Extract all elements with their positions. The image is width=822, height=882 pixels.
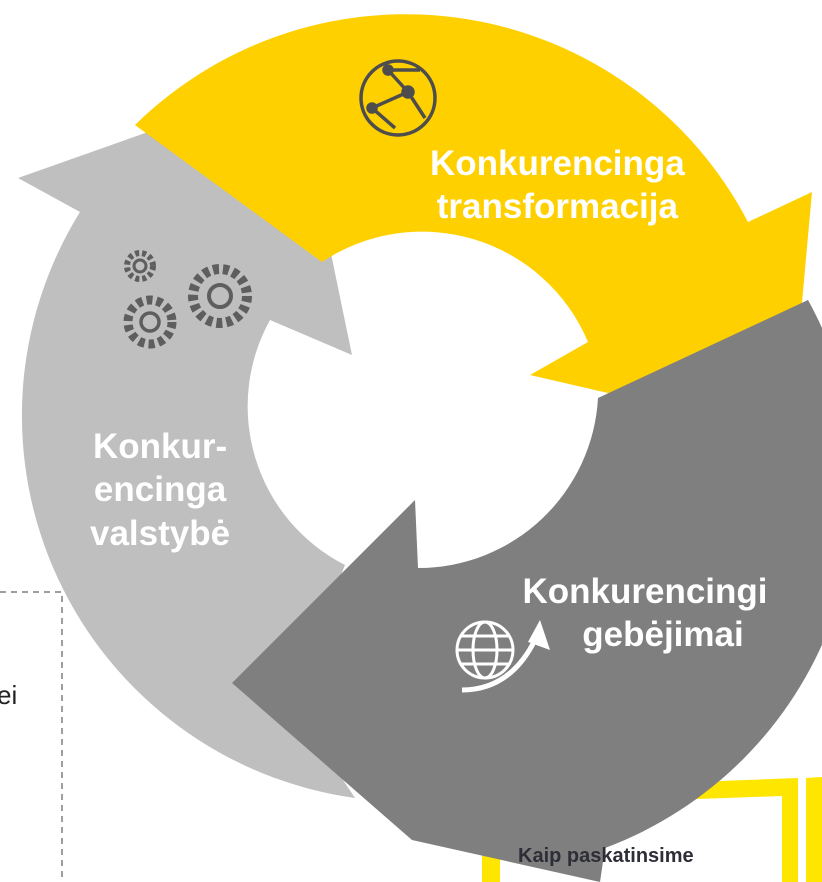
- transformation-label: Konkurencinga transformacija: [430, 142, 685, 229]
- transformation-arrow: [135, 14, 812, 436]
- state-label-line-3: valstybė: [90, 513, 231, 553]
- transformation-label-line-1: Konkurencinga: [430, 144, 685, 183]
- dashed-panel-border: [0, 591, 63, 882]
- state-label-line-2: encinga: [93, 470, 227, 510]
- capabilities-arrow: [232, 300, 822, 882]
- side-text-fragment: ei: [0, 680, 18, 710]
- transformation-label-line-2: transformacija: [436, 187, 678, 227]
- capabilities-label-line-2: gebėjimai: [582, 615, 744, 655]
- network-icon: [359, 59, 437, 137]
- capabilities-label: Konkurencingi gebėjimai: [510, 570, 780, 657]
- card-heading: Kaip paskatinsime: [518, 845, 694, 867]
- state-label: Konkur- encinga valstybė: [90, 425, 230, 555]
- state-label-line-1: Konkur-: [92, 427, 228, 466]
- gears-icon: [123, 250, 252, 349]
- globe-arrow-icon: [455, 620, 550, 693]
- capabilities-label-line-1: Konkurencingi: [522, 572, 768, 611]
- state-arrow: [18, 80, 355, 798]
